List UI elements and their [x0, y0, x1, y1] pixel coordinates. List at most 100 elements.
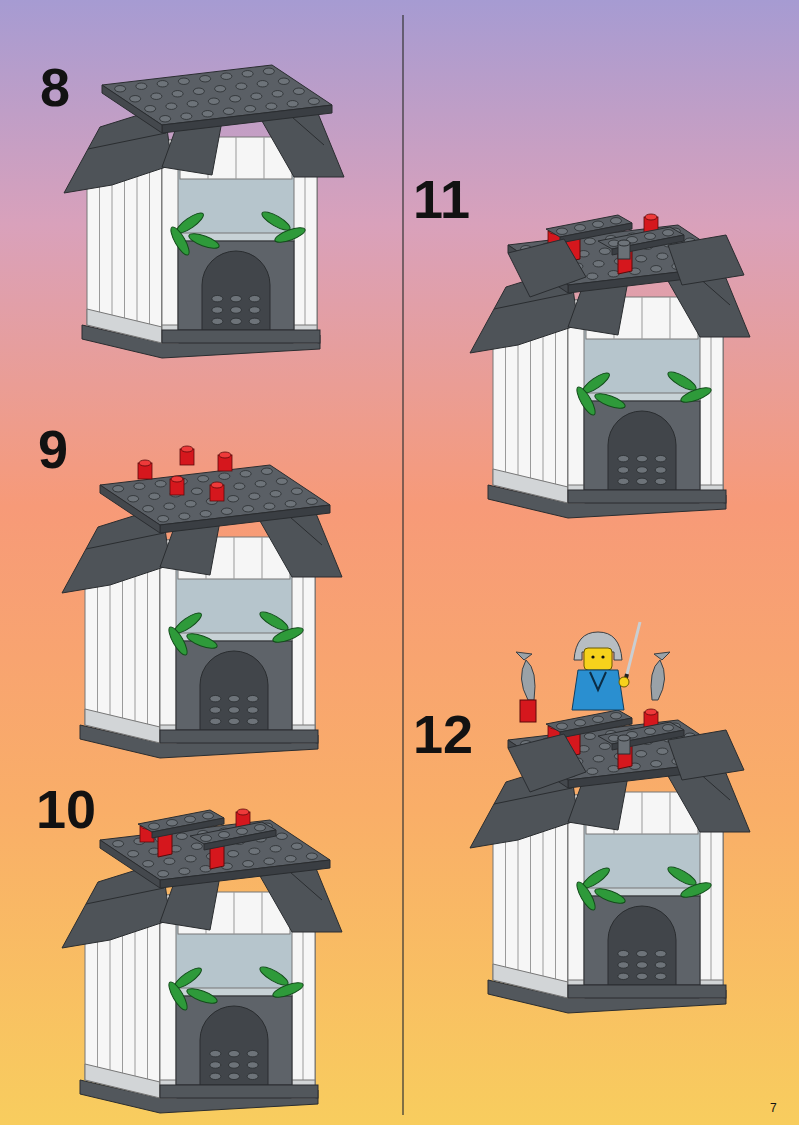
stud — [637, 467, 648, 473]
stud — [584, 733, 595, 739]
stud — [266, 103, 277, 109]
stud — [645, 233, 656, 239]
stud — [240, 471, 251, 477]
stud — [130, 96, 141, 102]
stud — [143, 861, 154, 867]
stud — [618, 962, 629, 968]
stud — [193, 88, 204, 94]
floor-plate — [162, 330, 320, 343]
stud — [210, 707, 221, 713]
stud — [593, 756, 604, 762]
stud — [257, 81, 268, 87]
roof-edge — [290, 517, 322, 545]
stud — [261, 468, 272, 474]
stud — [249, 307, 260, 313]
minifig-eye — [601, 655, 604, 658]
stud — [229, 707, 240, 713]
roof-slope — [260, 511, 342, 577]
stud — [229, 695, 240, 701]
stud — [210, 1073, 221, 1079]
arch-opening — [202, 251, 270, 330]
stud — [287, 101, 298, 107]
stud — [293, 88, 304, 94]
stud — [637, 455, 648, 461]
side-base-band — [85, 709, 160, 743]
stud — [249, 295, 260, 301]
stud — [249, 848, 260, 854]
stud — [203, 813, 214, 819]
stud — [155, 481, 166, 487]
plant-leaf — [258, 964, 291, 989]
roof-cap-top — [618, 735, 630, 741]
plant-leaf — [271, 625, 304, 645]
stud — [179, 513, 190, 519]
stud — [285, 856, 296, 862]
top-plate-edge — [162, 105, 332, 133]
plant-leaf — [666, 369, 699, 394]
stud — [255, 825, 266, 831]
stud — [172, 91, 183, 97]
stud — [149, 823, 160, 829]
plant-leaf — [574, 385, 599, 418]
stud — [575, 225, 586, 231]
stud — [231, 307, 242, 313]
stud — [160, 116, 171, 122]
stud — [243, 506, 254, 512]
plant-leaf — [168, 225, 193, 258]
minifig-torso — [572, 670, 624, 710]
stud — [179, 868, 190, 874]
stud — [637, 962, 648, 968]
roof-cap-top — [618, 240, 630, 246]
plant-leaf — [593, 391, 626, 411]
stud — [247, 695, 258, 701]
red-brick — [520, 700, 536, 722]
stud — [575, 720, 586, 726]
plant-leaf — [166, 980, 191, 1013]
arch-opening — [608, 411, 676, 490]
stud — [231, 318, 242, 324]
stud — [618, 455, 629, 461]
plant-leaf — [185, 986, 218, 1006]
stud — [557, 228, 568, 234]
stud — [229, 1050, 240, 1056]
roof-slope — [508, 239, 586, 297]
stud — [655, 962, 666, 968]
stud — [636, 751, 647, 757]
step-number: 12 — [413, 707, 473, 761]
house-model — [62, 809, 342, 1113]
stud — [270, 491, 281, 497]
stud — [143, 506, 154, 512]
red-stud — [219, 452, 231, 458]
stud — [285, 501, 296, 507]
arch-wall — [176, 996, 292, 1085]
side-base-band — [493, 469, 568, 503]
stud — [185, 816, 196, 822]
stud — [115, 86, 126, 92]
stud — [247, 1062, 258, 1068]
stud — [247, 1073, 258, 1079]
plant-leaf — [666, 864, 699, 889]
roof-slope — [668, 235, 744, 285]
brick-line — [670, 297, 671, 339]
stud — [219, 832, 230, 838]
stud — [657, 253, 668, 259]
plant-leaf — [273, 225, 306, 245]
stud — [655, 467, 666, 473]
stud — [249, 493, 260, 499]
house-model — [62, 446, 342, 758]
stud — [247, 1050, 258, 1056]
stud — [229, 1073, 240, 1079]
stud — [557, 723, 568, 729]
stud — [221, 73, 232, 79]
red-stud — [211, 482, 223, 488]
stud — [276, 833, 287, 839]
stud — [166, 103, 177, 109]
stud — [618, 950, 629, 956]
stud — [134, 483, 145, 489]
stud — [208, 98, 219, 104]
stud — [242, 71, 253, 77]
stud — [263, 68, 274, 74]
stud — [618, 478, 629, 484]
floor-plate — [160, 730, 318, 743]
stud — [651, 266, 662, 272]
